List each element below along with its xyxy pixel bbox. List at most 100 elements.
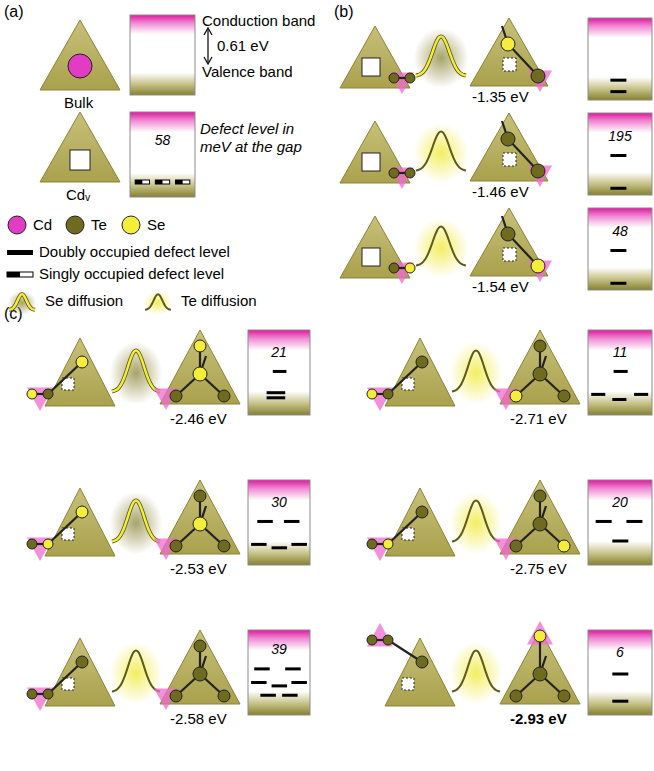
cd-site bbox=[390, 262, 414, 284]
label: -2.71 eV bbox=[510, 410, 567, 428]
diffusion-glow bbox=[110, 642, 163, 705]
legend-text: Se diffusion bbox=[45, 292, 123, 310]
defect-level bbox=[610, 249, 626, 252]
vacancy bbox=[503, 58, 516, 71]
band-box bbox=[588, 330, 652, 415]
diffusion-curve bbox=[452, 350, 500, 391]
atom bbox=[533, 517, 547, 531]
defect-level-value: 48 bbox=[588, 223, 652, 239]
band-box bbox=[248, 630, 310, 715]
diffusion-curve bbox=[112, 500, 160, 541]
defect-level bbox=[282, 694, 298, 697]
cd-site bbox=[367, 538, 393, 561]
cd-site bbox=[367, 623, 393, 646]
atom bbox=[218, 540, 230, 552]
atom bbox=[27, 539, 37, 549]
diffusion-curve bbox=[9, 294, 35, 310]
diffusion-curve bbox=[112, 350, 160, 391]
defect-level bbox=[596, 520, 612, 523]
defect-level bbox=[135, 180, 142, 184]
band-box bbox=[130, 15, 195, 95]
diffusion-curve bbox=[145, 294, 171, 310]
crystal-triangle bbox=[500, 630, 580, 704]
defect-level bbox=[610, 282, 626, 285]
defect-level bbox=[612, 540, 628, 543]
band-diagram: 11 bbox=[588, 330, 652, 415]
crystal-triangle bbox=[160, 330, 240, 404]
atom bbox=[501, 132, 515, 146]
defect-level bbox=[7, 272, 20, 277]
legend-swatch bbox=[6, 247, 34, 257]
crystal-triangle bbox=[45, 638, 115, 706]
atom bbox=[534, 490, 546, 502]
atom bbox=[218, 690, 230, 702]
legend-text: Se bbox=[147, 216, 165, 234]
legend-text: Doubly occupied defect level bbox=[39, 243, 230, 261]
defect-level bbox=[614, 370, 628, 373]
defect-level bbox=[254, 667, 270, 670]
legend-item: Te diffusion bbox=[140, 288, 257, 314]
arrow-head bbox=[204, 28, 212, 35]
atom bbox=[194, 340, 206, 352]
crystal-triangle bbox=[340, 121, 410, 183]
defect-level bbox=[267, 396, 286, 399]
defect-level bbox=[7, 250, 33, 255]
atom bbox=[68, 54, 92, 78]
diffusion-curve bbox=[452, 650, 500, 691]
legend-item: Te bbox=[64, 214, 107, 236]
atom bbox=[416, 356, 428, 368]
defect-level bbox=[610, 79, 626, 82]
cd-site bbox=[27, 538, 53, 561]
note: Defect level in meV at the gap bbox=[200, 120, 325, 156]
atom bbox=[76, 356, 88, 368]
crystal-triangle bbox=[340, 216, 410, 278]
atom bbox=[389, 263, 399, 273]
diffusion-glow bbox=[450, 642, 503, 705]
defect-level bbox=[7, 272, 33, 277]
label: -2.46 eV bbox=[170, 410, 227, 428]
atom bbox=[383, 635, 393, 645]
diffusion-glow bbox=[450, 492, 503, 555]
crystal-triangle bbox=[385, 488, 455, 556]
diffusion-curve bbox=[416, 131, 466, 170]
defect-level bbox=[257, 520, 273, 523]
label: -1.54 eV bbox=[472, 278, 529, 296]
diffusion-glow bbox=[450, 342, 503, 405]
bond bbox=[388, 512, 422, 544]
legend-text: Te diffusion bbox=[181, 292, 257, 310]
defect-level-value: 58 bbox=[130, 132, 195, 148]
diffusion-glow bbox=[110, 342, 163, 405]
atom bbox=[194, 640, 206, 652]
diffusion-glow bbox=[110, 492, 163, 555]
atom bbox=[170, 690, 182, 702]
atom bbox=[510, 390, 522, 402]
atom bbox=[558, 690, 570, 702]
band-box bbox=[588, 630, 652, 715]
label: -2.75 eV bbox=[510, 560, 567, 578]
defect-level bbox=[610, 154, 626, 157]
vacancy bbox=[503, 248, 516, 261]
gap-arrow bbox=[204, 28, 212, 64]
atom bbox=[405, 73, 415, 83]
defect-level bbox=[612, 398, 626, 401]
crystal-triangle bbox=[45, 488, 115, 556]
label: -1.46 eV bbox=[472, 183, 529, 201]
atom bbox=[170, 540, 182, 552]
arrow-line bbox=[207, 30, 208, 62]
defect-level bbox=[285, 667, 301, 670]
crystal-triangle bbox=[500, 480, 580, 554]
diffusion-curve bbox=[416, 36, 466, 75]
crystal-triangle bbox=[470, 113, 548, 181]
label: -2.58 eV bbox=[170, 710, 227, 728]
panel-label: (b) bbox=[334, 3, 354, 21]
crystal-triangle bbox=[340, 26, 410, 88]
atom bbox=[501, 227, 515, 241]
band-diagram: 21 bbox=[248, 330, 310, 415]
atom bbox=[389, 73, 399, 83]
diffusion-curve bbox=[9, 294, 35, 310]
atom bbox=[27, 689, 37, 699]
vacancy bbox=[70, 150, 90, 170]
diffusion-glow bbox=[144, 291, 173, 314]
legend-text: Cd bbox=[33, 216, 52, 234]
